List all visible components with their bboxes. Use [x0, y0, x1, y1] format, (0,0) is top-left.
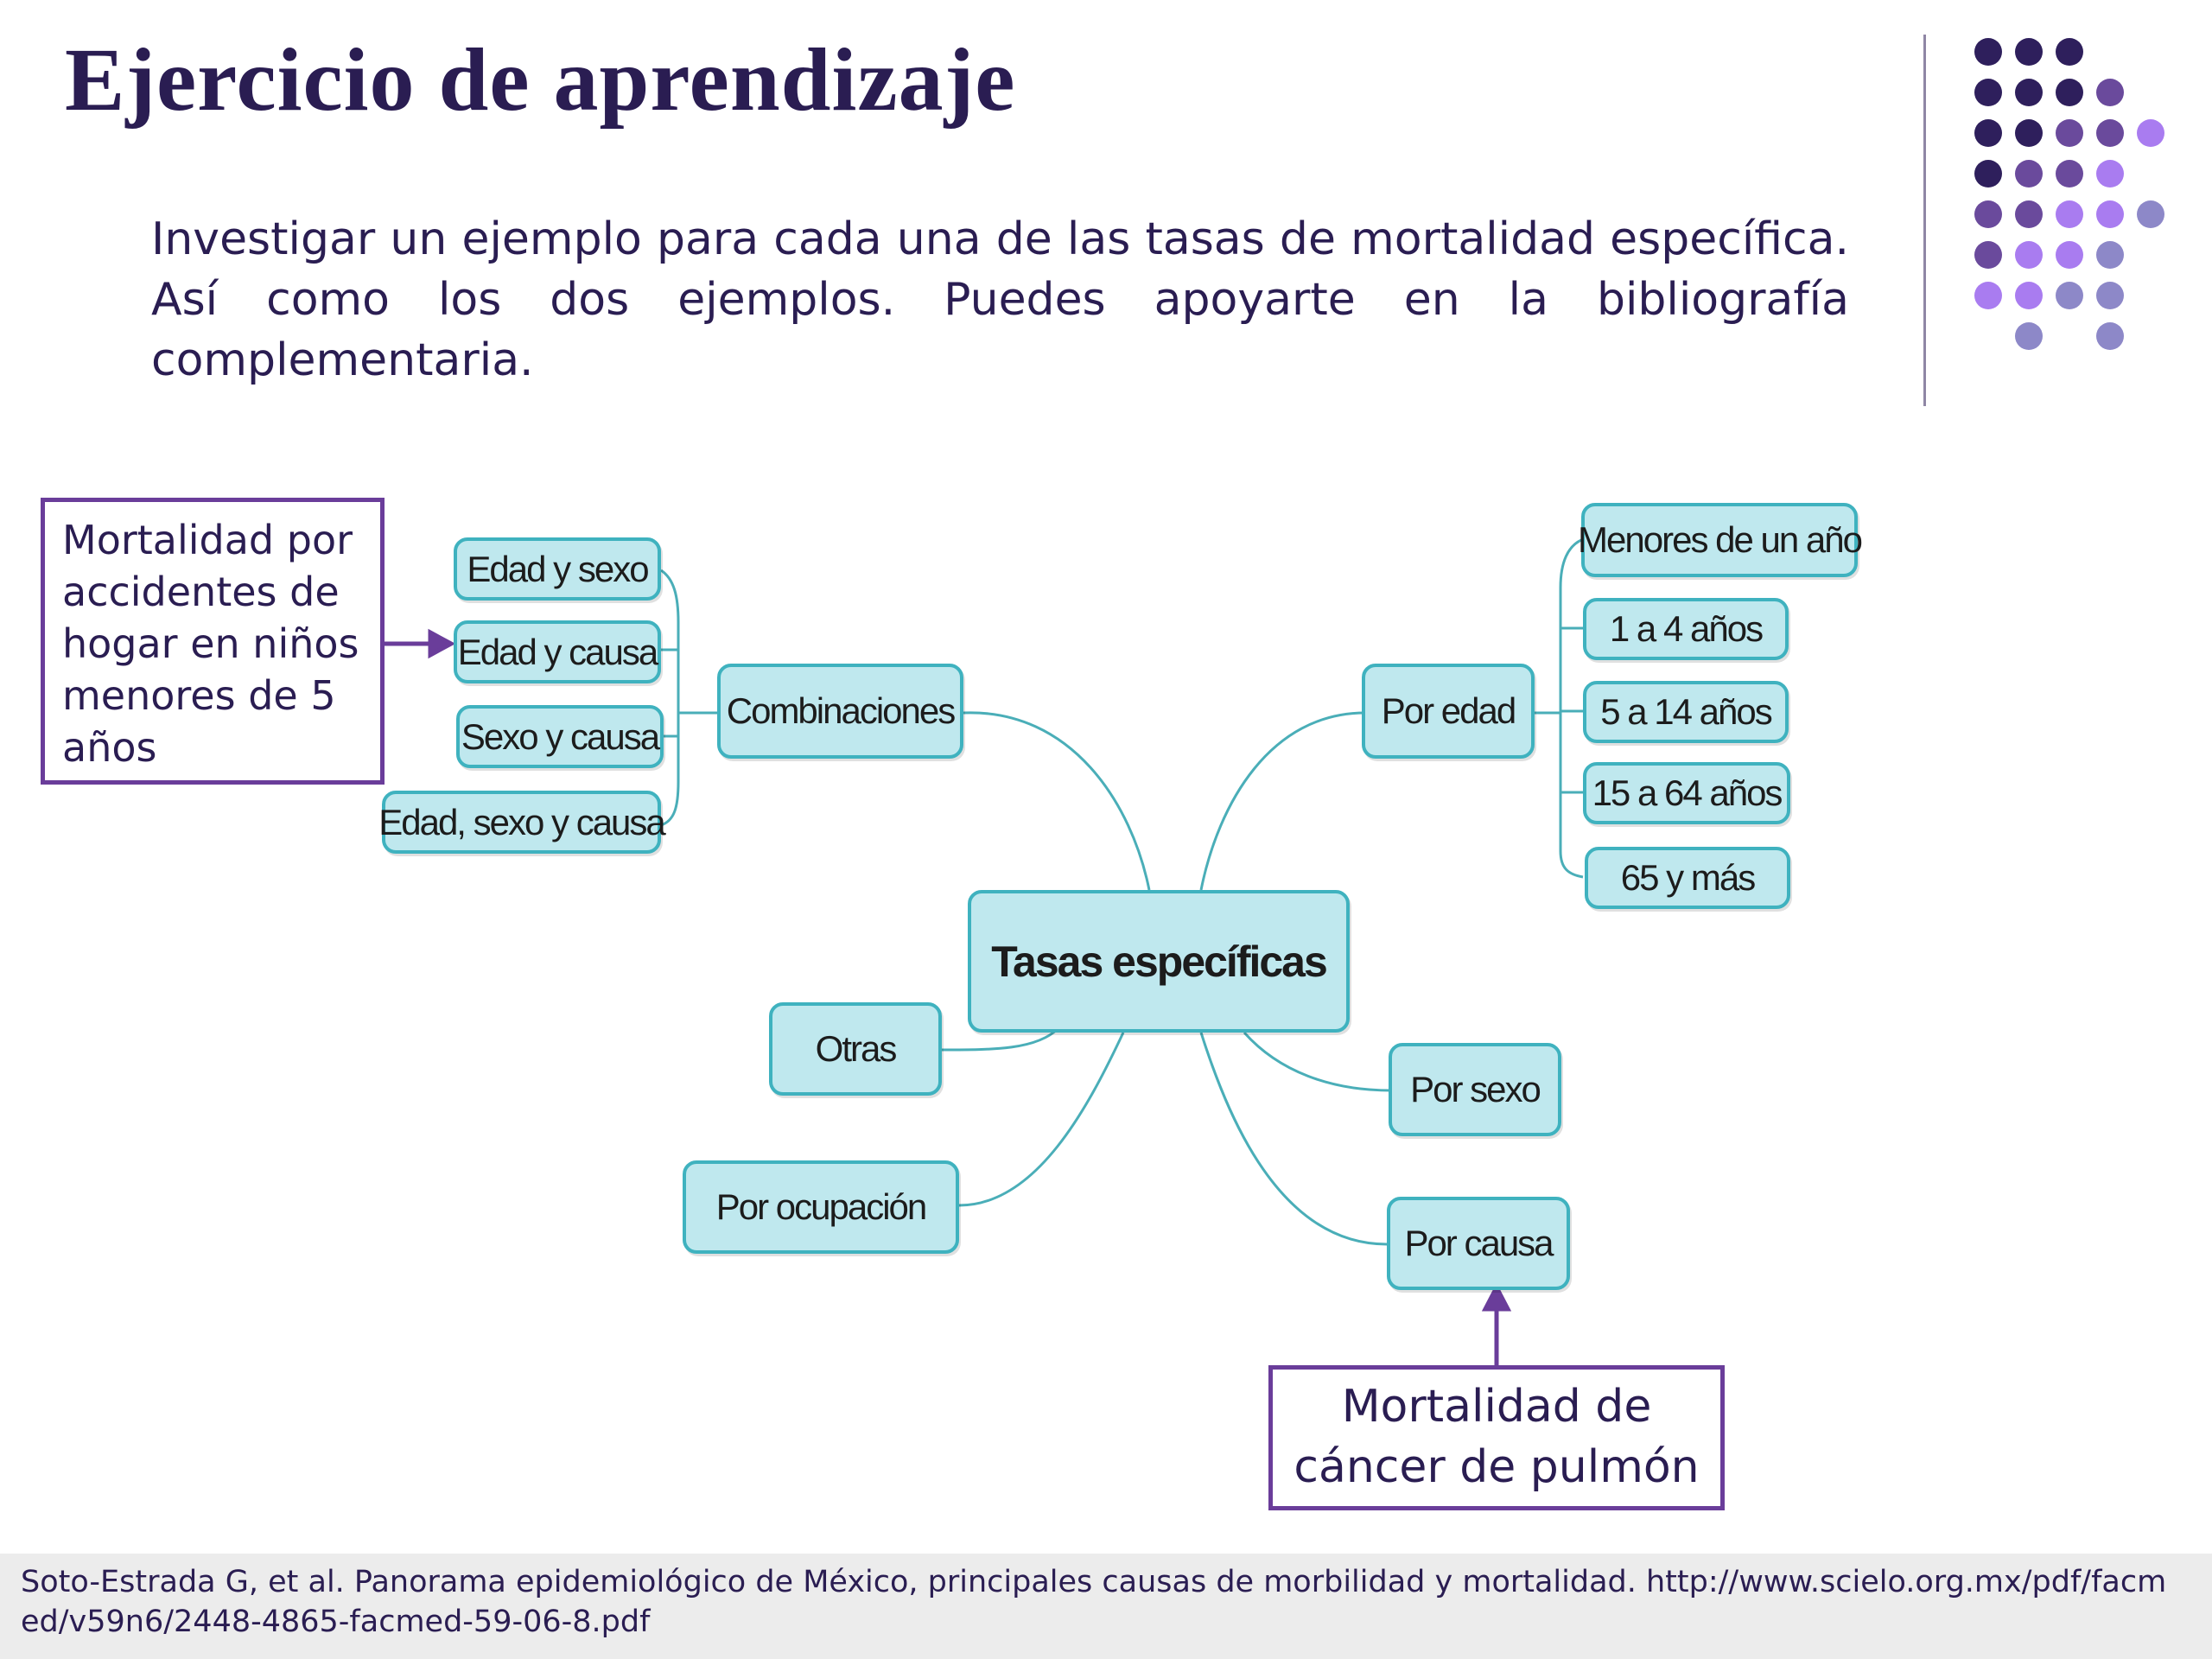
decorative-dot: [2056, 38, 2083, 66]
decorative-dot: [1974, 119, 2002, 147]
connector-combinaciones-bracket: [660, 569, 680, 827]
node-por-edad: Por edad: [1362, 664, 1535, 759]
decorative-dot: [1974, 160, 2002, 188]
decorative-dot: [2015, 322, 2043, 350]
decorative-dot: [2056, 200, 2083, 228]
decorative-dot: [2015, 38, 2043, 66]
decorative-dot: [1974, 79, 2002, 106]
node-sexo-y-causa: Sexo y causa: [456, 705, 664, 768]
node-combinaciones: Combinaciones: [717, 664, 963, 759]
decorative-dot: [2096, 322, 2124, 350]
decorative-dot: [1974, 241, 2002, 269]
decorative-dot: [2056, 119, 2083, 147]
node-edad-sexo-y-causa: Edad, sexo y causa: [378, 791, 666, 854]
connector-center-por-sexo: [1243, 1032, 1392, 1092]
node-por-causa: Por causa: [1387, 1197, 1570, 1290]
decorative-dot: [2015, 160, 2043, 188]
decorative-dot: [2056, 241, 2083, 269]
connector-por-edad-bracket: [1559, 538, 1584, 879]
connector-center-combinaciones: [963, 711, 1151, 891]
decorative-dot: [1974, 38, 2002, 66]
node-por-ocupacion: Por ocupación: [683, 1160, 959, 1254]
arrow-bottom-callout-head: [1481, 1282, 1512, 1312]
decorative-dot: [2015, 79, 2043, 106]
slide-title: Ejercicio de aprendizaje: [65, 30, 1016, 130]
node-15-a-64-anos: 15 a 64 años: [1583, 762, 1790, 824]
footer-citation: Soto-Estrada G, et al. Panorama epidemio…: [21, 1565, 2167, 1639]
connector-center-por-edad: [1199, 711, 1366, 891]
mindmap-diagram: Tasas específicas Combinaciones Edad y s…: [41, 498, 1863, 1510]
decorative-dot: [2137, 200, 2164, 228]
decorative-dot: [2096, 241, 2124, 269]
node-por-sexo: Por sexo: [1389, 1043, 1561, 1136]
connector-center-por-causa: [1199, 1032, 1388, 1246]
decorative-dot: [2096, 119, 2124, 147]
decorative-dot: [2015, 282, 2043, 309]
decorative-dot: [2056, 79, 2083, 106]
decorative-dot: [2137, 119, 2164, 147]
decorative-dot: [2096, 282, 2124, 309]
decorative-dot: [1974, 200, 2002, 228]
connector-center-por-ocupacion: [958, 1032, 1125, 1207]
decorative-divider: [1923, 35, 1926, 406]
callout-example-por-causa: Mortalidad de cáncer de pulmón: [1268, 1365, 1725, 1510]
node-menores-de-un-ano: Menores de un año: [1578, 503, 1863, 577]
decorative-dot: [2096, 200, 2124, 228]
connector-center-otras: [941, 1027, 1060, 1052]
decorative-dot: [1974, 282, 2002, 309]
mindmap-connectors: [385, 538, 1584, 1365]
decorative-dot: [2056, 282, 2083, 309]
node-edad-y-sexo: Edad y sexo: [454, 537, 661, 601]
decorative-dot: [2015, 200, 2043, 228]
node-1-a-4-anos: 1 a 4 años: [1583, 598, 1789, 660]
node-edad-y-causa: Edad y causa: [454, 620, 661, 683]
node-5-a-14-anos: 5 a 14 años: [1583, 681, 1789, 743]
arrow-left-callout-head: [428, 628, 456, 659]
footer-bar: [0, 1554, 2212, 1659]
decorative-dot: [2056, 160, 2083, 188]
decorative-dot: [2096, 160, 2124, 188]
node-center: Tasas específicas: [968, 890, 1350, 1033]
decorative-dot: [2015, 241, 2043, 269]
callout-example-combinaciones: Mortalidad por accidentes de hogar en ni…: [41, 498, 385, 785]
instructions-text: Investigar un ejemplo para cada una de l…: [151, 213, 1849, 386]
node-65-y-mas: 65 y más: [1585, 847, 1790, 909]
decorative-dot: [2015, 119, 2043, 147]
decorative-dot: [2096, 79, 2124, 106]
node-otras: Otras: [769, 1002, 942, 1096]
